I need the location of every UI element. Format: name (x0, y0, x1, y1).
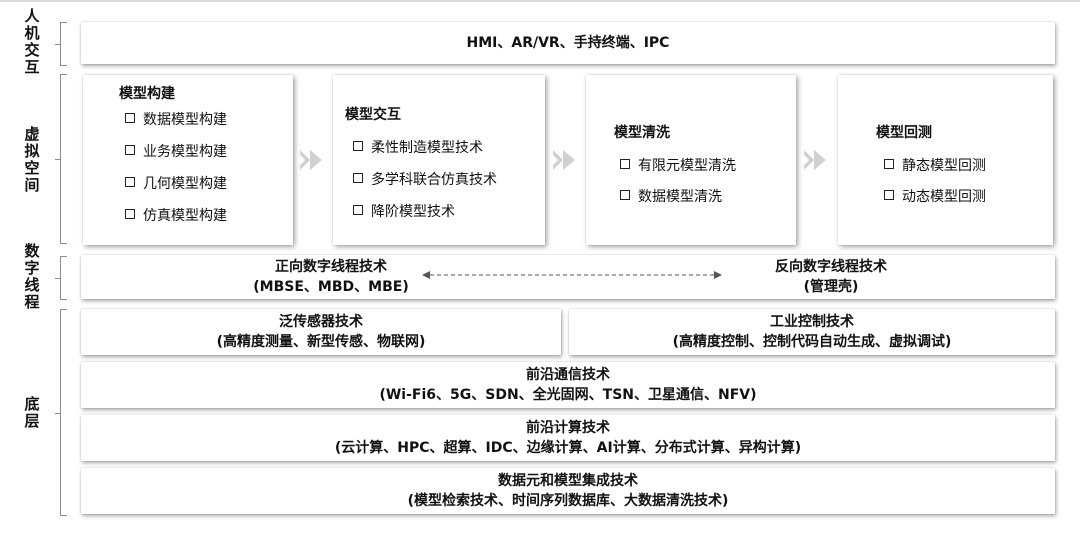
list-item: 数据模型构建 (125, 109, 227, 129)
list-item: 业务模型构建 (125, 141, 227, 161)
forward-thread-title: 正向数字线程技术 (275, 259, 387, 275)
list-item: 数据模型清洗 (620, 186, 722, 206)
side-label-base: 底层 (24, 395, 40, 430)
hmi-bar-text: HMI、AR/VR、手持终端、IPC (466, 35, 670, 51)
checkbox-icon (884, 190, 894, 200)
control-sub: (高精度控制、控制代码自动生成、虚拟调试) (672, 334, 952, 350)
card-model-build: 模型构建 数据模型构建 业务模型构建 几何模型构建 仿真模型构建 (83, 75, 293, 245)
checkbox-icon (884, 159, 894, 169)
data-model-sub: (模型检索技术、时间序列数据库、大数据清洗技术) (407, 493, 729, 509)
chevron-right-icon (553, 150, 575, 170)
list-item: 多学科联合仿真技术 (353, 169, 497, 189)
checkbox-icon (125, 209, 135, 219)
data-model-tech-box: 数据元和模型集成技术 (模型检索技术、时间序列数据库、大数据清洗技术) (81, 468, 1055, 514)
card-title: 模型交互 (345, 107, 401, 123)
reverse-thread-sub: (管理壳) (803, 279, 859, 295)
side-label-thread: 数字线程 (24, 242, 40, 311)
reverse-thread-title: 反向数字线程技术 (775, 259, 887, 275)
compute-title: 前沿计算技术 (526, 420, 610, 436)
top-divider (0, 0, 1080, 2)
card-model-clean: 模型清洗 有限元模型清洗 数据模型清洗 (586, 75, 796, 245)
forward-thread: 正向数字线程技术 (MBSE、MBD、MBE) (221, 257, 441, 297)
digital-thread-bar: 正向数字线程技术 (MBSE、MBD、MBE) 反向数字线程技术 (管理壳) (81, 255, 1055, 299)
sensor-sub: (高精度测量、新型传感、物联网) (216, 334, 426, 350)
compute-sub: (云计算、HPC、超算、IDC、边缘计算、AI计算、分布式计算、异构计算) (334, 440, 802, 456)
control-tech-box: 工业控制技术 (高精度控制、控制代码自动生成、虚拟调试) (569, 309, 1055, 355)
forward-thread-sub: (MBSE、MBD、MBE) (253, 279, 409, 295)
checkbox-icon (353, 205, 363, 215)
list-item: 动态模型回测 (884, 186, 986, 206)
card-title: 模型构建 (119, 86, 175, 102)
reverse-thread: 反向数字线程技术 (管理壳) (721, 257, 941, 297)
list-item: 几何模型构建 (125, 173, 227, 193)
comm-tech-box: 前沿通信技术 (Wi-Fi6、5G、SDN、全光固网、TSN、卫星通信、NFV) (81, 362, 1055, 408)
list-item: 静态模型回测 (884, 155, 986, 175)
card-model-backtest: 模型回测 静态模型回测 动态模型回测 (838, 75, 1053, 245)
checkbox-icon (353, 173, 363, 183)
comm-sub: (Wi-Fi6、5G、SDN、全光固网、TSN、卫星通信、NFV) (379, 387, 757, 403)
card-model-interact: 模型交互 柔性制造模型技术 多学科联合仿真技术 降阶模型技术 (333, 75, 545, 245)
checkbox-icon (620, 190, 630, 200)
checkbox-icon (125, 113, 135, 123)
card-title: 模型回测 (876, 125, 932, 141)
checkbox-icon (620, 159, 630, 169)
chevron-right-icon (300, 150, 322, 170)
bidirectional-arrow-icon (422, 271, 722, 279)
hmi-bar: HMI、AR/VR、手持终端、IPC (81, 22, 1055, 64)
bracket-base (55, 309, 67, 516)
list-item: 柔性制造模型技术 (353, 137, 483, 157)
comm-title: 前沿通信技术 (526, 367, 610, 383)
compute-tech-box: 前沿计算技术 (云计算、HPC、超算、IDC、边缘计算、AI计算、分布式计算、异… (81, 415, 1055, 461)
control-title: 工业控制技术 (770, 314, 854, 330)
list-item: 降阶模型技术 (353, 201, 455, 221)
sensor-tech-box: 泛传感器技术 (高精度测量、新型传感、物联网) (81, 309, 561, 355)
list-item: 有限元模型清洗 (620, 155, 736, 175)
chevron-right-icon (804, 150, 826, 170)
bracket-virtual (55, 74, 67, 244)
data-model-title: 数据元和模型集成技术 (498, 473, 638, 489)
side-label-virtual: 虚拟空间 (24, 125, 40, 194)
checkbox-icon (353, 141, 363, 151)
checkbox-icon (125, 177, 135, 187)
bracket-human (55, 22, 67, 66)
list-item: 仿真模型构建 (125, 205, 227, 225)
side-label-human: 人机交互 (24, 7, 40, 76)
checkbox-icon (125, 145, 135, 155)
bracket-thread (55, 256, 67, 300)
card-title: 模型清洗 (614, 125, 670, 141)
sensor-title: 泛传感器技术 (279, 314, 363, 330)
